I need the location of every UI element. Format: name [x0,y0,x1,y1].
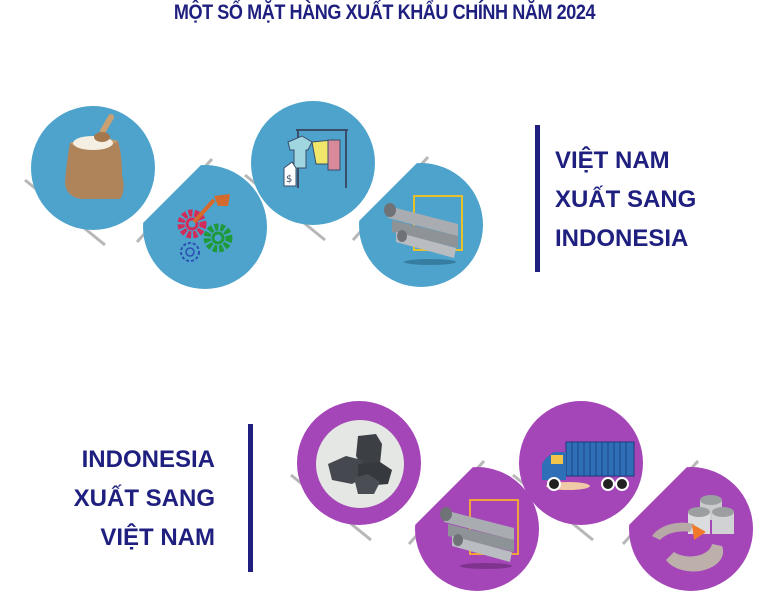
steel-beams-icon [384,195,463,265]
section-label-vn-to-id: VIỆT NAM XUẤT SANG INDONESIA [555,147,697,252]
item-coal-badge [290,400,422,542]
coal-icon [316,420,404,508]
truck-icon [542,441,635,491]
item-iron-steel-badge [351,155,484,288]
metal-rolls-recycle-icon [652,495,734,572]
section-divider [535,125,540,272]
item-iron-steel-badge [407,459,540,592]
steel-beams-icon [440,499,519,569]
item-rice-badge [24,105,156,247]
section-label-id-to-vn: INDONESIA XUẤT SANG VIỆT NAM [73,446,215,551]
gears-robot-arm-icon [177,194,233,262]
page-title: MỘT SỐ MẶT HÀNG XUẤT KHẨU CHÍNH NĂM 2024 [173,1,596,24]
svg-text:$: $ [286,174,292,185]
item-vehicles-badge [512,400,644,542]
clothes-rack-icon: $ [283,129,348,188]
item-metals-badge [621,459,754,592]
item-machinery-badge [135,157,268,290]
section-divider [248,424,253,572]
rice-sack-icon [65,114,124,199]
item-textiles-badge: $ [244,100,376,242]
